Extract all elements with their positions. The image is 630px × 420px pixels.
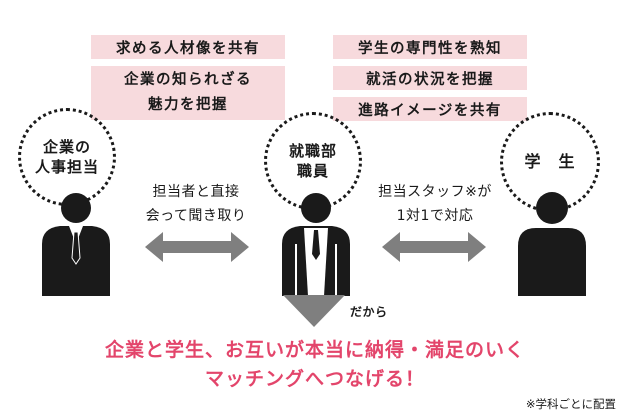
conclusion-line1: 企業と学生、お互いが本当に納得・満足のいく [104, 339, 525, 361]
student-link-line1: 担当スタッフ※が [378, 184, 492, 200]
company-label-line2: 人事担当 [34, 158, 99, 176]
info-box-text: 魅力を把握 [148, 97, 228, 113]
info-box-text: 学生の専門性を熟知 [358, 40, 502, 57]
double-arrow-icon [145, 232, 249, 262]
footnote: ※学科ごとに配置 [525, 397, 616, 411]
info-box-text: 進路イメージを共有 [358, 102, 502, 119]
connector-text: だから [350, 305, 388, 319]
info-box-text: 企業の知られざる [124, 72, 252, 88]
student-person-icon [518, 192, 586, 296]
student-label: 学 生 [524, 152, 576, 171]
company-label-line1: 企業の [42, 138, 91, 156]
info-box-text: 就活の状況を把握 [366, 71, 494, 88]
double-arrow-icon [382, 232, 486, 262]
staff-person-icon [282, 193, 350, 296]
info-box-text: 求める人材像を共有 [116, 40, 260, 57]
company-link-line2: 会って聞き取り [145, 208, 247, 224]
business-person-icon [42, 193, 110, 296]
staff-label-line2: 職員 [296, 162, 329, 180]
conclusion-line2: マッチングへつなげる！ [204, 368, 425, 390]
info-box-staff-3: 進路イメージを共有 [333, 97, 527, 121]
info-box-staff-2: 就活の状況を把握 [333, 66, 527, 90]
student-link-text: 担当スタッフ※が 1対1で対応 [360, 180, 510, 228]
company-link-text: 担当者と直接 会って聞き取り [126, 180, 266, 228]
info-box-company-1: 求める人材像を共有 [91, 35, 285, 59]
staff-label-line1: 就職部 [288, 142, 337, 160]
student-link-line2: 1対1で対応 [396, 208, 474, 224]
info-box-company-2: 企業の知られざる 魅力を把握 [91, 66, 285, 120]
down-triangle-icon [283, 295, 345, 327]
info-box-staff-1: 学生の専門性を熟知 [333, 35, 527, 59]
company-link-line1: 担当者と直接 [152, 184, 240, 200]
